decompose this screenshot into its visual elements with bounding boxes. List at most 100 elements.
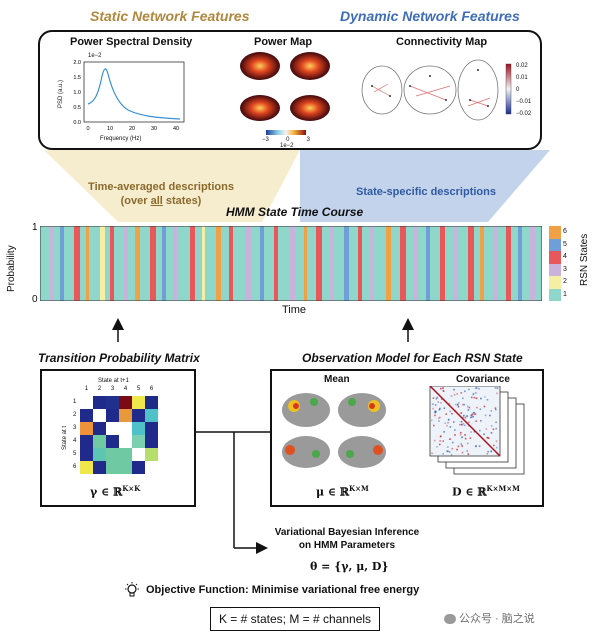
tpm-cell [93, 435, 106, 448]
cov-entry [479, 408, 482, 411]
state-stripe [344, 226, 349, 301]
tpm-cell [145, 448, 158, 461]
cov-entry [495, 446, 498, 449]
mean-label: Mean [324, 374, 350, 385]
state-stripe [50, 226, 54, 301]
cov-entry [442, 440, 444, 442]
tpm-cell [119, 409, 132, 422]
tpm-cell [119, 448, 132, 461]
gamma-dims: K×K [122, 484, 141, 493]
cov-entry [470, 414, 473, 417]
tpm-cell [80, 448, 93, 461]
cov-entry [468, 388, 470, 391]
legend-label: 5 [563, 240, 567, 248]
tpm-col-label: 3 [110, 386, 115, 392]
legend-label: 4 [563, 253, 567, 260]
covariance-stack [429, 386, 525, 475]
wechat-icon [444, 614, 456, 625]
glass-brain-coronal [403, 65, 457, 115]
tpm-row-label: 4 [73, 438, 77, 444]
cov-entry [466, 415, 468, 417]
cov-entry [460, 443, 463, 445]
psd-xtick: 20 [129, 126, 135, 132]
state-stripe [494, 226, 498, 301]
cov-matrix-entries [431, 387, 499, 456]
legend-swatch [549, 276, 561, 289]
static-desc-emphasis: all [150, 195, 163, 207]
legend-item: 6 [549, 226, 567, 239]
cov-entry [442, 389, 444, 392]
tpm-col-label: 4 [123, 386, 128, 392]
psd-xtick: 10 [107, 126, 113, 132]
glass-brain-nodes [371, 69, 489, 107]
tpm-axis-top: State at t+1 [98, 378, 129, 384]
tpm-cell [132, 435, 145, 448]
cov-entry [460, 423, 463, 426]
cov-entry [471, 413, 473, 416]
cov-entry [495, 421, 497, 424]
watermark-text: 公众号 · 脑之说 [459, 613, 535, 625]
glass-brain-sagittal [361, 65, 403, 115]
cov-entry [479, 429, 481, 432]
cov-entry [462, 397, 464, 400]
cov-entry [445, 413, 448, 415]
cov-entry [485, 428, 488, 430]
tpm-cell [145, 435, 158, 448]
static-features-title: Static Network Features [90, 8, 250, 24]
cov-entry [439, 387, 442, 390]
gamma-symbol: γ [90, 485, 98, 499]
power-colorbar [266, 130, 306, 135]
cov-entry [474, 413, 477, 415]
state-stripe [304, 226, 307, 301]
cov-entry [473, 430, 476, 433]
cov-entry [449, 438, 451, 440]
static-description-line1: Time-averaged descriptions [88, 181, 234, 193]
cov-entry [486, 437, 489, 439]
power-colorbar-note: 1e−2 [280, 143, 294, 149]
cov-entry [496, 392, 498, 395]
psd-ytick: 0.5 [73, 105, 81, 111]
cov-entry [475, 445, 477, 448]
cov-entry [483, 396, 486, 398]
d-definition: D ∈ ℝK×M×M [452, 484, 520, 499]
power-cbar-tick: −3 [262, 137, 269, 143]
cov-diagonal [429, 386, 501, 457]
cov-entry [494, 407, 497, 409]
tpm-cell [80, 461, 93, 474]
cov-entry [432, 407, 434, 410]
tpm-cell [145, 396, 158, 409]
cov-entry [484, 414, 487, 417]
cov-entry [476, 406, 478, 409]
mean-brains [282, 393, 386, 468]
cov-entry [459, 423, 461, 426]
cov-entry [450, 395, 453, 397]
cov-entry [437, 417, 440, 419]
tpm-row-label: 6 [73, 464, 77, 470]
psd-xtick: 40 [173, 126, 179, 132]
cov-entry [494, 408, 497, 411]
tpm-col-label: 5 [136, 386, 141, 392]
dynamic-description: State-specific descriptions [356, 186, 496, 198]
tpm-cell [132, 396, 145, 409]
psd-xlabel: Frequency (Hz) [100, 136, 142, 142]
inference-line1: Variational Bayesian Inference [274, 527, 420, 538]
static-desc-pre: (over [120, 195, 151, 207]
state-stripe [162, 226, 166, 301]
tpm-cell [93, 461, 106, 474]
cov-entry [460, 392, 463, 394]
cov-entry [434, 414, 436, 417]
cov-entry [461, 424, 464, 426]
definitions-box: K = # states; M = # channels [210, 607, 380, 631]
state-stripe [190, 226, 195, 301]
cov-entry [459, 433, 462, 436]
cov-entry [446, 450, 448, 452]
conn-cbar-tick: −0.01 [516, 99, 532, 105]
cov-entry [443, 407, 446, 409]
power-map-title: Power Map [254, 36, 313, 48]
legend-swatch [549, 238, 561, 251]
tpm-row-label: 2 [73, 412, 77, 418]
psd-xtick: 0 [86, 126, 89, 132]
conn-cbar-tick: 0 [516, 87, 520, 93]
cov-entry [471, 412, 474, 415]
